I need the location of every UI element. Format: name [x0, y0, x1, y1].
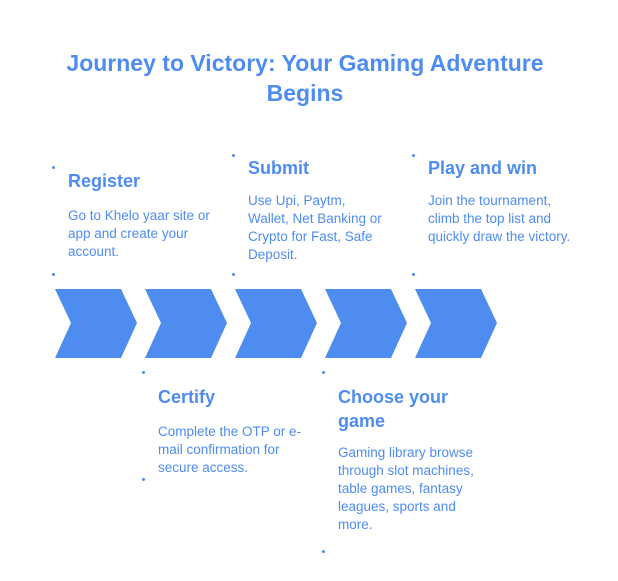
- step-4-title: Choose your game: [338, 387, 449, 431]
- step-4-description: Gaming library browse through slot machi…: [338, 445, 474, 532]
- chevron-3: [235, 289, 317, 358]
- step-3-marker-top: [232, 154, 235, 157]
- step-1-marker-top: [52, 166, 55, 169]
- step-3-title: Submit: [248, 158, 309, 178]
- step-4-marker-bottom: [322, 550, 325, 553]
- step-2-description: Complete the OTP or e-mail confirmation …: [158, 424, 302, 475]
- chevron-4: [325, 289, 407, 358]
- step-2-marker-bottom: [142, 478, 145, 481]
- step-5-marker-top: [412, 154, 415, 157]
- step-5-description: Join the tournament, climb the top list …: [428, 193, 571, 244]
- step-3-description: Use Upi, Paytm, Wallet, Net Banking or C…: [248, 193, 382, 262]
- step-5-title: Play and win: [428, 158, 538, 178]
- step-3-marker-bottom: [232, 273, 235, 276]
- chevron-2: [145, 289, 227, 358]
- step-1-description: Go to Khelo yaar site or app and create …: [68, 208, 210, 259]
- chevron-1: [55, 289, 137, 358]
- chevron-5: [415, 289, 497, 358]
- step-4-marker-top: [322, 371, 325, 374]
- diagram-title: Journey to Victory: Your Gaming Adventur…: [66, 50, 544, 106]
- step-1-marker-bottom: [52, 273, 55, 276]
- step-2-marker-top: [142, 371, 145, 374]
- step-2-title: Certify: [158, 387, 216, 407]
- step-5-marker-bottom: [412, 273, 415, 276]
- step-1-title: Register: [68, 171, 141, 191]
